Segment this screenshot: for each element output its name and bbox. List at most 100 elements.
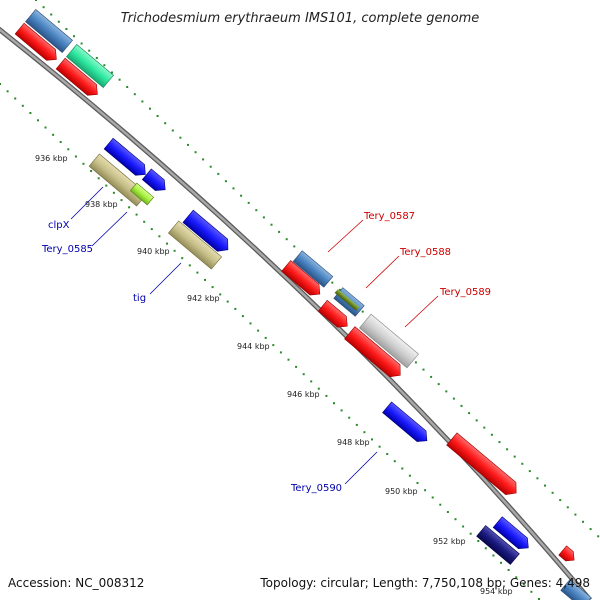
- gene-feature[interactable]: [317, 299, 352, 331]
- track-dot: [538, 598, 540, 600]
- gene-label-tery-0589[interactable]: Tery_0589: [439, 287, 491, 298]
- clpx-leader-line: [70, 186, 104, 220]
- gene-feature[interactable]: [334, 289, 360, 311]
- gene-feature[interactable]: [492, 516, 533, 553]
- gene-feature[interactable]: [25, 9, 73, 53]
- gene-feature[interactable]: [344, 326, 406, 382]
- tick-label: 948 kbp: [337, 438, 370, 447]
- track-dot: [255, 209, 258, 212]
- track-dot: [408, 474, 411, 477]
- track-dot: [257, 329, 260, 332]
- track-dot: [302, 373, 305, 376]
- gene-feature[interactable]: [103, 137, 150, 180]
- track-dot: [166, 242, 168, 245]
- track-dot: [42, 6, 45, 9]
- gene-label-tery-0587[interactable]: Tery_0587: [363, 211, 415, 222]
- gene-label-clpx[interactable]: clpX: [48, 220, 70, 231]
- track-dot: [95, 57, 98, 59]
- track-dot: [143, 220, 146, 223]
- track-dot: [401, 467, 404, 470]
- track-dot: [500, 561, 502, 564]
- gene-feature[interactable]: [446, 432, 522, 499]
- track-dot: [597, 535, 600, 538]
- gene-label-tery-0585[interactable]: Tery_0585: [41, 244, 93, 255]
- track-dot: [446, 511, 449, 513]
- gene-feature[interactable]: [476, 525, 520, 565]
- gene-feature-tig[interactable]: [167, 220, 223, 270]
- tick-label: 942 kbp: [187, 294, 220, 303]
- track-dot: [156, 115, 159, 117]
- track-dot: [6, 90, 9, 93]
- track-dot: [209, 165, 212, 168]
- track-dot: [513, 455, 516, 458]
- track-dot: [211, 286, 214, 289]
- gene-feature[interactable]: [55, 57, 102, 100]
- track-dot: [74, 155, 77, 158]
- track-dot: [232, 187, 235, 190]
- track-dot: [173, 249, 176, 252]
- track-dot: [469, 532, 472, 535]
- track-dot: [118, 78, 121, 81]
- gene-label-tig[interactable]: tig: [133, 293, 146, 304]
- track-dot: [0, 83, 1, 85]
- track-dot: [247, 201, 250, 204]
- track-dot: [452, 397, 455, 400]
- tick-label: 952 kbp: [433, 537, 466, 546]
- track-dot: [348, 416, 351, 419]
- track-dot: [111, 71, 113, 74]
- track-dot: [179, 136, 182, 139]
- track-dot: [483, 426, 486, 429]
- gene-feature[interactable]: [558, 545, 578, 565]
- track-dot: [490, 433, 493, 436]
- track-dot: [293, 245, 296, 248]
- track-dot: [158, 235, 161, 238]
- track-dot: [574, 513, 577, 516]
- track-dot: [141, 100, 144, 103]
- gene-feature-tery-0585[interactable]: [129, 182, 155, 206]
- track-dot: [90, 170, 93, 172]
- track-dot: [82, 162, 85, 165]
- track-dot: [103, 64, 106, 67]
- tery-0588-leader-line: [365, 255, 400, 289]
- gene-label-tery-0588[interactable]: Tery_0588: [399, 247, 451, 258]
- gene-feature[interactable]: [560, 579, 592, 600]
- track-dot: [454, 518, 457, 521]
- track-dot: [430, 375, 433, 378]
- track-dot: [287, 358, 290, 361]
- gene-feature-tery-0587[interactable]: [292, 250, 334, 288]
- gene-feature[interactable]: [182, 209, 233, 256]
- gene-feature[interactable]: [141, 168, 169, 195]
- track-dot: [164, 122, 167, 125]
- gene-feature-clpx[interactable]: [88, 153, 148, 207]
- track-dot: [528, 470, 531, 473]
- tery-0590-leader-line: [344, 451, 378, 485]
- track-dot: [422, 368, 425, 371]
- track-dot: [279, 351, 282, 354]
- track-dot: [559, 499, 562, 502]
- track-dot: [226, 300, 229, 303]
- track-dot: [361, 310, 364, 313]
- genome-backbone-highlight: [0, 28, 591, 600]
- gene-feature-tery-0590[interactable]: [382, 401, 432, 446]
- track-dot: [120, 199, 123, 202]
- track-dot: [325, 394, 328, 397]
- track-dot: [262, 216, 265, 219]
- track-dot: [149, 107, 151, 110]
- track-dot: [589, 528, 592, 531]
- gene-feature-tery-0589[interactable]: [359, 313, 419, 369]
- gene-feature[interactable]: [281, 260, 325, 299]
- track-dot: [50, 13, 53, 16]
- tick-label: 950 kbp: [385, 487, 418, 496]
- gene-feature[interactable]: [14, 22, 61, 65]
- track-dot: [202, 158, 205, 161]
- track-dot: [437, 383, 440, 386]
- track-dot: [196, 271, 199, 274]
- track-dot: [462, 525, 465, 528]
- gene-label-tery-0590[interactable]: Tery_0590: [290, 483, 342, 494]
- tery-0587-leader-line: [327, 219, 364, 253]
- track-dot: [338, 288, 341, 291]
- track-dot: [194, 151, 197, 154]
- track-dot: [530, 590, 533, 593]
- gene-feature[interactable]: [66, 44, 114, 88]
